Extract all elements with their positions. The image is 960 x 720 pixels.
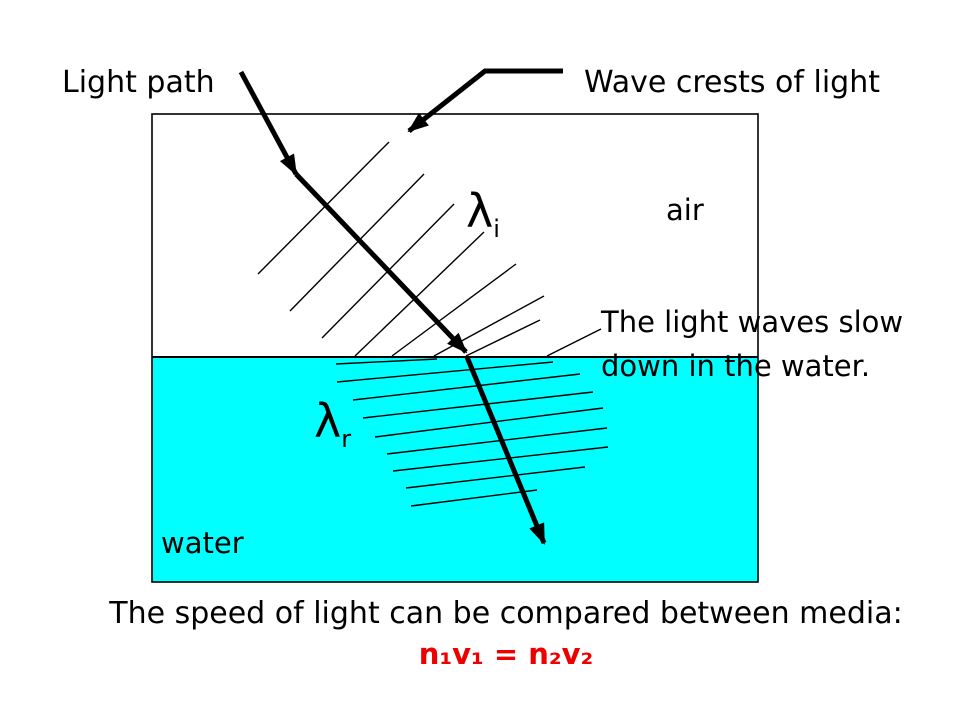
- water-wave-crest-line: [336, 361, 554, 383]
- water-wave-crest-line: [352, 373, 581, 401]
- incident-ray-arrow: [294, 172, 468, 354]
- lambda-refracted-subscript: r: [341, 425, 352, 454]
- light-path-pointer-arrow: [238, 70, 299, 176]
- speed-comparison-caption: The speed of light can be compared betwe…: [109, 596, 903, 631]
- lambda-refracted-label: λr: [314, 398, 351, 451]
- wave-crests-pointer-arrow: [407, 68, 563, 133]
- water-region: [152, 357, 758, 582]
- slow-down-note-line2: down in the water.: [601, 349, 871, 383]
- air-wave-crest-line: [354, 231, 485, 357]
- air-label: air: [666, 193, 704, 227]
- water-wave-crest-line: [386, 427, 608, 455]
- lambda-incident-label: λi: [466, 188, 500, 241]
- air-wave-crest-line: [546, 328, 602, 357]
- water-wave-crest-line: [392, 446, 609, 472]
- air-wave-crest-line: [391, 263, 517, 357]
- water-wave-crest-line: [405, 466, 586, 489]
- refracted-ray-arrow: [464, 356, 547, 545]
- water-wave-crest-line: [335, 358, 438, 365]
- light-path-label: Light path: [62, 65, 215, 100]
- water-label: water: [161, 526, 244, 560]
- water-wave-crest-line: [410, 489, 538, 507]
- wave-crests-label: Wave crests of light: [584, 65, 881, 100]
- refraction-equation: n₁v₁ = n₂v₂: [418, 637, 594, 671]
- water-wave-crest-line: [362, 391, 594, 419]
- slow-down-note: The light waves slow down in the water.: [601, 300, 903, 388]
- diagram-shapes: [151, 68, 759, 583]
- air-wave-crest-line: [257, 141, 390, 275]
- slow-down-note-line1: The light waves slow: [601, 305, 904, 339]
- lambda-symbol: λ: [314, 394, 342, 448]
- air-wave-crest-line: [465, 319, 541, 357]
- water-wave-crest-line: [374, 407, 604, 438]
- container-box: [151, 113, 759, 583]
- lambda-incident-subscript: i: [493, 215, 500, 244]
- lambda-symbol: λ: [466, 184, 494, 238]
- air-wave-crest-line: [289, 173, 425, 312]
